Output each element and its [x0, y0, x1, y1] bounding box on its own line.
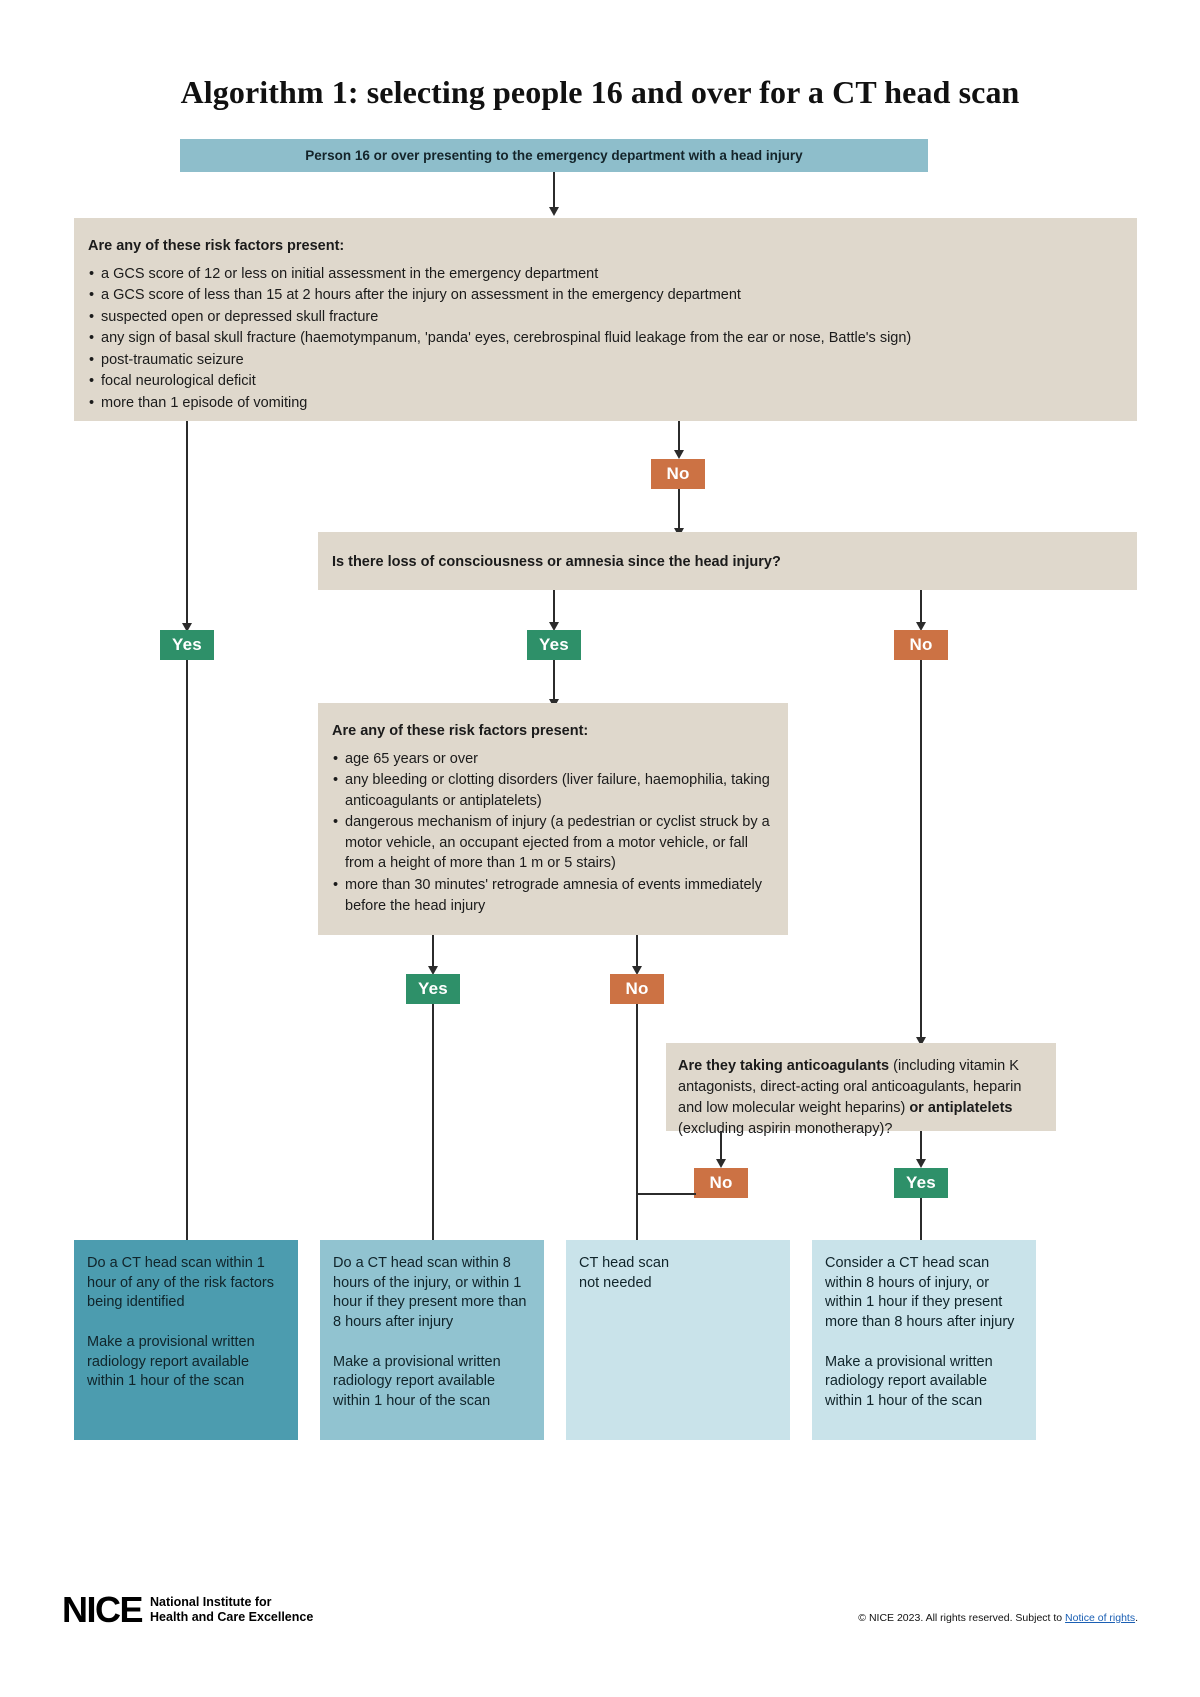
- connector-d2-yes-lower: [553, 660, 555, 702]
- badge-label: No: [909, 635, 933, 654]
- nice-logo-line2: Health and Care Excellence: [150, 1610, 314, 1624]
- decision-box-initial-risk-factors: Are any of these risk factors present: a…: [74, 218, 1137, 421]
- decision4-part2: (including vitamin K antagonists, direct…: [678, 1058, 1022, 1117]
- connector-d3-yes-upper: [432, 935, 434, 968]
- badge-label: No: [666, 464, 690, 483]
- list-item: focal neurological deficit: [88, 371, 1123, 392]
- decision1-bullet-list: a GCS score of 12 or less on initial ass…: [88, 264, 1123, 414]
- badge-yes-d4: Yes: [894, 1168, 948, 1198]
- list-item: age 65 years or over: [332, 749, 774, 770]
- list-item: dangerous mechanism of injury (a pedestr…: [332, 812, 774, 874]
- nice-logo-line1: National Institute for: [150, 1594, 272, 1609]
- nice-logo-mark: NICE: [62, 1589, 144, 1630]
- badge-no-d2: No: [894, 630, 948, 660]
- badge-label: Yes: [172, 635, 202, 654]
- badge-label: No: [709, 1173, 733, 1192]
- badge-no-d3: No: [610, 974, 664, 1004]
- connector-d2-yes-upper: [553, 590, 555, 625]
- arrowhead-d1-yes: [181, 623, 192, 632]
- arrowhead-to-d4: [915, 1037, 926, 1046]
- decision4-part5: antiplatelets: [927, 1100, 1013, 1117]
- outcome-box-ct-not-needed: CT head scan not needed: [566, 1240, 790, 1440]
- connector-d4-yes-upper: [920, 1131, 922, 1161]
- decision4-part1: Are they taking anticoagulants: [678, 1058, 890, 1074]
- outcome-box-consider-ct: Consider a CT head scan within 8 hours o…: [812, 1240, 1036, 1440]
- outcome-box-ct-within-1-hour: Do a CT head scan within 1 hour of any o…: [74, 1240, 298, 1440]
- connector-d1-yes-upper: [186, 421, 188, 626]
- badge-label: Yes: [418, 979, 448, 998]
- badge-no-d4: No: [694, 1168, 748, 1198]
- entry-banner-text: Person 16 or over presenting to the emer…: [305, 148, 803, 163]
- arrowhead-d3-yes: [427, 966, 438, 975]
- copyright-prefix: © NICE 2023. All rights reserved. Subjec…: [858, 1612, 1066, 1624]
- badge-no-d1: No: [651, 459, 705, 489]
- decision4-part3: or: [909, 1100, 924, 1117]
- decision1-heading: Are any of these risk factors present:: [88, 238, 345, 254]
- list-item: a GCS score of 12 or less on initial ass…: [88, 264, 1123, 285]
- copyright-suffix: .: [1135, 1612, 1138, 1624]
- arrowhead-banner-to-d1: [548, 207, 559, 216]
- list-item: suspected open or depressed skull fractu…: [88, 307, 1123, 328]
- decision2-text: Is there loss of consciousness or amnesi…: [332, 554, 781, 570]
- connector-d2-no-lower: [920, 660, 922, 1040]
- arrowhead-d3-no: [631, 966, 642, 975]
- nice-logo: NICE National Institute for Health and C…: [62, 1592, 313, 1628]
- outcome-box-ct-within-8-hours: Do a CT head scan within 8 hours of the …: [320, 1240, 544, 1440]
- arrowhead-d4-no: [715, 1159, 726, 1168]
- badge-label: Yes: [906, 1173, 936, 1192]
- connector-d3-yes-lower: [432, 1004, 434, 1253]
- arrowhead-d2-yes: [548, 622, 559, 631]
- decision4-text: Are they taking anticoagulants (includin…: [678, 1056, 1044, 1140]
- list-item: any sign of basal skull fracture (haemot…: [88, 328, 1123, 349]
- decision4-part6: (excluding aspirin monotherapy)?: [678, 1121, 893, 1138]
- connector-d1-no-upper: [678, 421, 680, 453]
- connector-d1-yes-lower: [186, 660, 188, 1253]
- arrowhead-d1-no: [673, 450, 684, 459]
- list-item: post-traumatic seizure: [88, 350, 1123, 371]
- connector-banner-to-d1: [553, 172, 555, 210]
- arrowhead-d4-yes: [915, 1159, 926, 1168]
- badge-label: Yes: [539, 635, 569, 654]
- connector-d1-no-lower: [678, 489, 680, 531]
- notice-of-rights-link[interactable]: Notice of rights: [1065, 1612, 1136, 1624]
- badge-yes-d1: Yes: [160, 630, 214, 660]
- connector-d4-no-elbow: [636, 1193, 696, 1195]
- list-item: any bleeding or clotting disorders (live…: [332, 770, 774, 811]
- badge-yes-d2: Yes: [527, 630, 581, 660]
- list-item: more than 1 episode of vomiting: [88, 393, 1123, 414]
- decision3-heading: Are any of these risk factors present:: [332, 723, 589, 739]
- decision-box-loss-of-consciousness: Is there loss of consciousness or amnesi…: [318, 532, 1137, 590]
- copyright-notice: © NICE 2023. All rights reserved. Subjec…: [858, 1612, 1138, 1624]
- list-item: more than 30 minutes' retrograde amnesia…: [332, 875, 774, 916]
- decision-box-anticoagulants: Are they taking anticoagulants (includin…: [666, 1043, 1056, 1137]
- connector-d4-yes-lower: [920, 1198, 922, 1253]
- connector-d3-no-upper: [636, 935, 638, 968]
- connector-d4-no-upper: [720, 1131, 722, 1161]
- list-item: a GCS score of less than 15 at 2 hours a…: [88, 285, 1123, 306]
- decision3-bullet-list: age 65 years or over any bleeding or clo…: [332, 749, 774, 917]
- entry-banner: Person 16 or over presenting to the emer…: [180, 139, 928, 172]
- badge-yes-d3: Yes: [406, 974, 460, 1004]
- nice-logo-subtitle: National Institute for Health and Care E…: [150, 1595, 313, 1626]
- page-title: Algorithm 1: selecting people 16 and ove…: [180, 74, 1020, 110]
- connector-d3-no-lower: [636, 1004, 638, 1253]
- decision-box-secondary-risk-factors: Are any of these risk factors present: a…: [318, 703, 788, 935]
- connector-d2-no-upper: [920, 590, 922, 625]
- badge-label: No: [625, 979, 649, 998]
- arrowhead-d2-no: [915, 622, 926, 631]
